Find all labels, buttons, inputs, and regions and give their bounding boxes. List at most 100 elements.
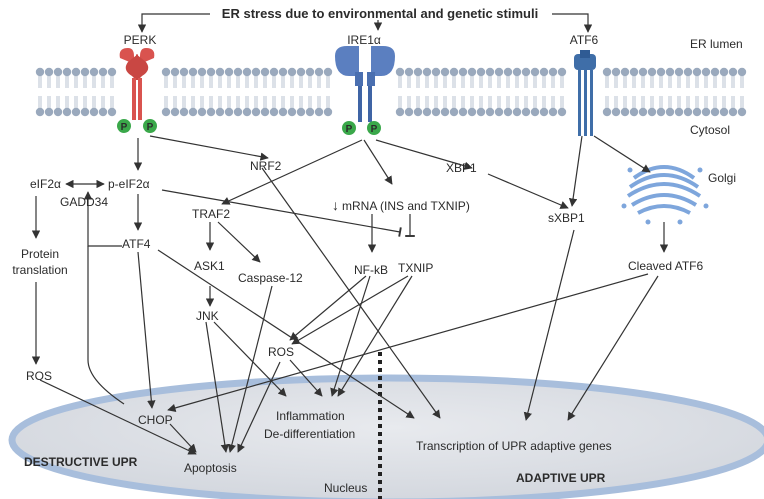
lipid-head [197,107,207,117]
lipid-head [404,67,414,77]
lipid-head [665,107,675,117]
lipid-head [314,67,324,77]
lipid-head [188,107,198,117]
lipid-head [494,107,504,117]
lipid-head [161,67,171,77]
lipid-head [323,67,333,77]
lipid-head [422,67,432,77]
ire1a-receptor: P P [335,46,395,135]
perk-receptor: P P [117,48,157,133]
lipid-head [44,107,54,117]
lipid-head [557,107,567,117]
lipid-head [440,107,450,117]
node-p-eif2a: p-eIF2α [108,177,150,191]
lipid-head [521,107,531,117]
lipid-head [161,107,171,117]
node-nfkb: NF-kB [354,263,388,277]
node-chop: CHOP [138,413,173,427]
lipid-head [674,67,684,77]
lipid-head [701,107,711,117]
lipid-head [557,67,567,77]
lipid-head [548,67,558,77]
lipid-head [431,67,441,77]
lipid-head [449,67,459,77]
lipid-head [53,67,63,77]
lipid-head [521,67,531,77]
node-protein-translation: translation [12,263,67,277]
er-membrane [35,67,747,117]
lipid-head [548,107,558,117]
lipid-head [233,107,243,117]
cytosol-label: Cytosol [690,123,730,137]
nucleus-label: Nucleus [324,481,367,495]
phospho-label: P [147,122,154,133]
lipid-head [215,107,225,117]
lipid-head [467,67,477,77]
lipid-head [413,107,423,117]
lipid-head [611,67,621,77]
lipid-head [674,107,684,117]
node-ros-left: ROS [26,369,52,383]
node-nrf2: NRF2 [250,159,282,173]
lipid-head [737,107,747,117]
node-ros-center: ROS [268,345,294,359]
node-gadd34: GADD34 [60,195,108,209]
lipid-head [197,67,207,77]
lipid-head [62,107,72,117]
lipid-head [656,107,666,117]
lipid-head [467,107,477,117]
phospho-label: P [371,124,378,135]
lipid-head [278,67,288,77]
lipid-head [539,107,549,117]
node-txnip: TXNIP [398,261,433,275]
lipid-head [665,67,675,77]
lipid-head [602,107,612,117]
lipid-head [422,107,432,117]
lipid-head [35,107,45,117]
lipid-head [242,67,252,77]
lipid-head [296,67,306,77]
lipid-head [530,107,540,117]
lipid-head [629,107,639,117]
node-protein-translation: Protein [21,247,59,261]
lipid-head [494,67,504,77]
lipid-head [512,67,522,77]
atf6-receptor [574,50,596,136]
node-atf4: ATF4 [122,237,151,251]
lipid-head [251,67,261,77]
lipid-head [206,67,216,77]
lipid-head [80,107,90,117]
lipid-head [44,67,54,77]
lipid-head [71,67,81,77]
node-eif2a: eIF2α [30,177,61,191]
lipid-head [296,107,306,117]
lipid-head [53,107,63,117]
lipid-head [98,107,108,117]
lipid-head [233,67,243,77]
lipid-head [224,67,234,77]
lipid-head [80,67,90,77]
lipid-head [314,107,324,117]
lipid-head [170,107,180,117]
lipid-head [728,107,738,117]
lipid-head [251,107,261,117]
lipid-head [683,107,693,117]
lipid-head [242,107,252,117]
node-ask1: ASK1 [194,259,225,273]
lipid-head [179,67,189,77]
atf6-label: ATF6 [570,33,599,47]
golgi-label: Golgi [708,171,736,185]
lipid-head [89,107,99,117]
lipid-head [260,107,270,117]
lipid-head [719,67,729,77]
lipid-head [269,107,279,117]
node-jnk: JNK [196,309,219,323]
lipid-head [503,67,513,77]
lipid-head [710,107,720,117]
lipid-head [683,67,693,77]
lipid-head [278,107,288,117]
lipid-head [602,67,612,77]
lipid-head [458,107,468,117]
mrna-decrease-arrow: ↓ [332,197,339,213]
